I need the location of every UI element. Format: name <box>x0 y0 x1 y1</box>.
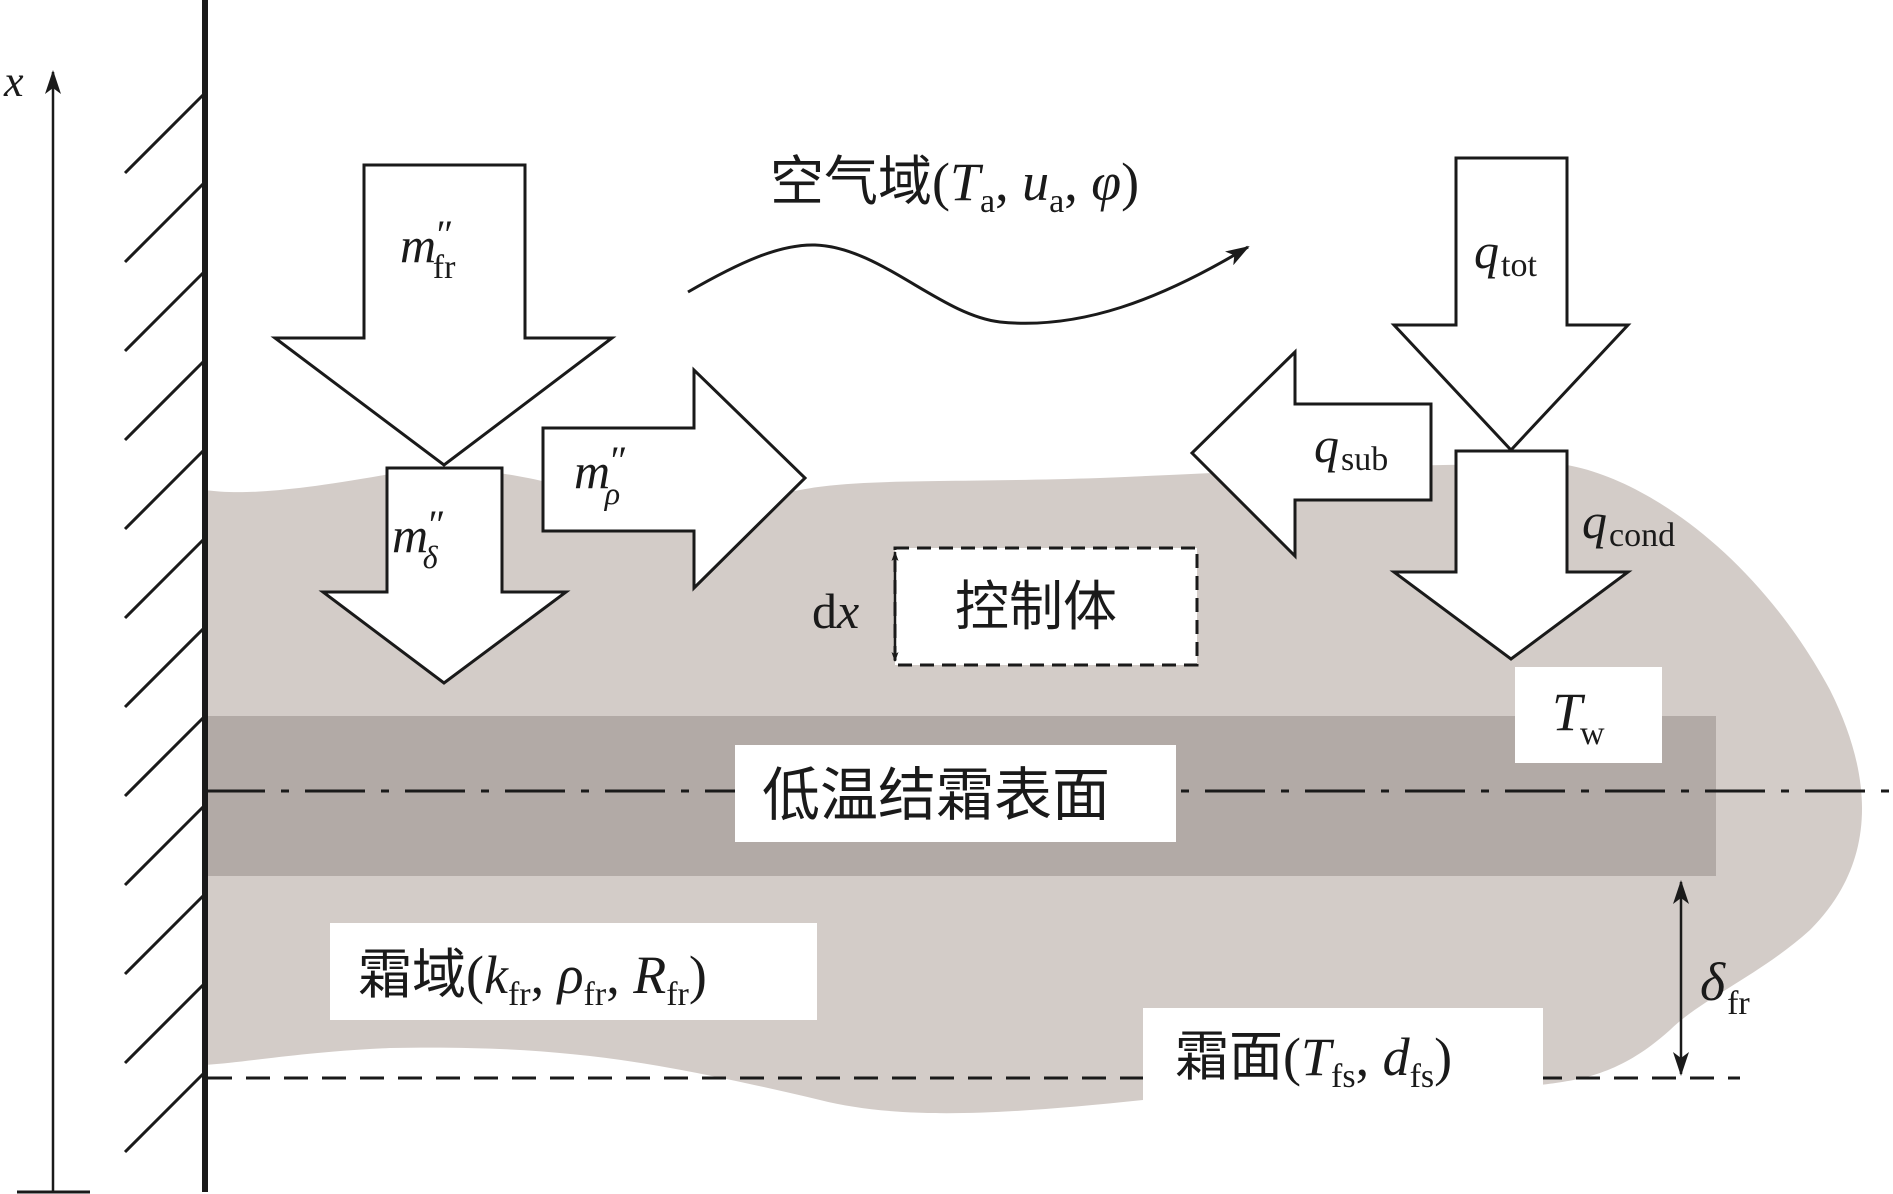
svg-text:霜面(Tfs, dfs): 霜面(Tfs, dfs) <box>1175 1025 1452 1095</box>
m-delta-arrow: m″δ <box>318 466 571 685</box>
svg-text:qsub: qsub <box>1314 417 1388 478</box>
svg-text:控制体: 控制体 <box>955 575 1117 638</box>
cold-surface-label: 低温结霜表面 <box>735 745 1176 842</box>
q-tot-arrow: qtot <box>1390 156 1632 453</box>
svg-text:m″fr: m″fr <box>400 212 456 286</box>
hatch-line <box>123 716 205 798</box>
hatch-line <box>123 894 205 976</box>
wall-hatching <box>123 93 205 1154</box>
hatch-line <box>123 983 205 1065</box>
m-rho-arrow: m″ρ <box>541 366 808 592</box>
x-axis-label: x <box>3 57 24 106</box>
air-flow-arrow <box>687 243 1250 325</box>
frost-domain-label: 霜域(kfr, ρfr, Rfr) <box>330 923 817 1020</box>
svg-text:m″δ: m″δ <box>392 502 444 575</box>
control-volume: 控制体 <box>893 546 1199 667</box>
hatch-line <box>123 182 205 264</box>
hatch-line <box>123 1072 205 1154</box>
svg-text:Tw: Tw <box>1552 682 1605 752</box>
hatch-line <box>123 93 205 175</box>
hatch-line <box>123 449 205 531</box>
svg-text:低温结霜表面: 低温结霜表面 <box>762 761 1110 829</box>
dx-label: dx <box>812 583 859 639</box>
svg-text:qcond: qcond <box>1582 493 1675 554</box>
air-domain-label: 空气域(Ta, ua, φ) <box>770 150 1139 220</box>
svg-text:霜域(kfr, ρfr, Rfr): 霜域(kfr, ρfr, Rfr) <box>358 943 707 1013</box>
svg-text:qtot: qtot <box>1474 223 1537 284</box>
hatch-line <box>123 538 205 620</box>
frost-surface-label: 霜面(Tfs, dfs) <box>1143 1008 1543 1100</box>
hatch-line <box>123 805 205 887</box>
hatch-line <box>123 360 205 442</box>
hatch-line <box>123 627 205 709</box>
q-cond-arrow: qcond <box>1389 449 1675 661</box>
frost-thickness-label: δfr <box>1700 952 1750 1022</box>
svg-text:m″ρ: m″ρ <box>574 438 626 511</box>
m-fr-arrow: m″fr <box>270 163 617 467</box>
hatch-line <box>123 271 205 353</box>
wall-temperature-label: Tw <box>1515 667 1662 763</box>
q-sub-arrow: qsub <box>1189 348 1433 560</box>
